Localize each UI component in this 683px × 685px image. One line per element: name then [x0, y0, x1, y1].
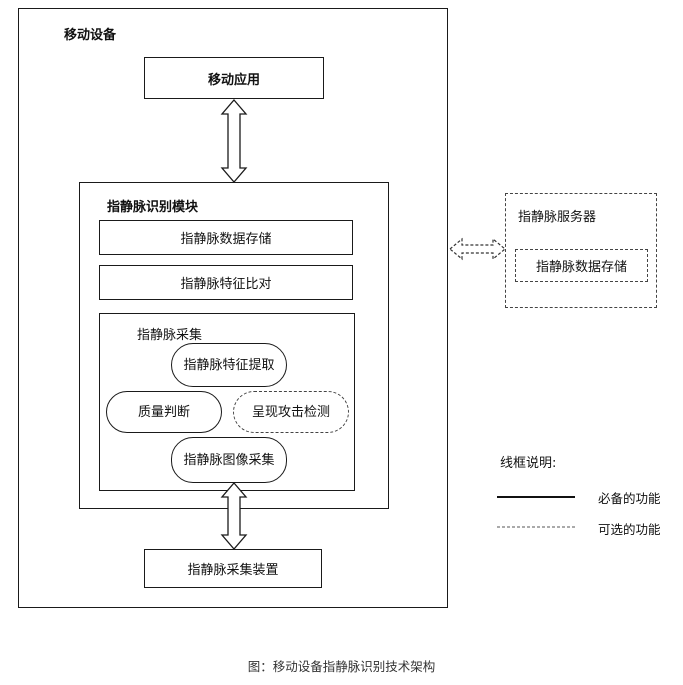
mobile-device-label: 移动设备 [64, 28, 117, 43]
feature-comparison-box: 指静脉特征比对 [99, 265, 353, 300]
collection-capture-double-arrow [220, 482, 248, 550]
feature-extraction-pill: 指静脉特征提取 [171, 343, 287, 387]
legend-dashed-label: 可选的功能 [598, 522, 661, 537]
image-capture-pill: 指静脉图像采集 [171, 437, 287, 483]
legend-solid-label: 必备的功能 [598, 491, 661, 506]
capture-device-box: 指静脉采集装置 [144, 549, 322, 588]
module-data-storage-box: 指静脉数据存储 [99, 220, 353, 255]
recognition-module-label: 指静脉识别模块 [107, 200, 199, 215]
server-label: 指静脉服务器 [518, 210, 597, 225]
legend-title: 线框说明: [500, 456, 557, 471]
app-module-double-arrow [220, 99, 248, 183]
figure-caption: 图：移动设备指静脉识别技术架构 [247, 659, 436, 674]
collection-label: 指静脉采集 [137, 328, 203, 343]
server-data-storage-box: 指静脉数据存储 [515, 249, 648, 282]
quality-judgment-pill: 质量判断 [106, 391, 222, 433]
device-server-double-arrow [449, 237, 506, 261]
mobile-app-box: 移动应用 [144, 57, 324, 99]
liveness-detection-pill: 呈现攻击检测 [233, 391, 349, 433]
